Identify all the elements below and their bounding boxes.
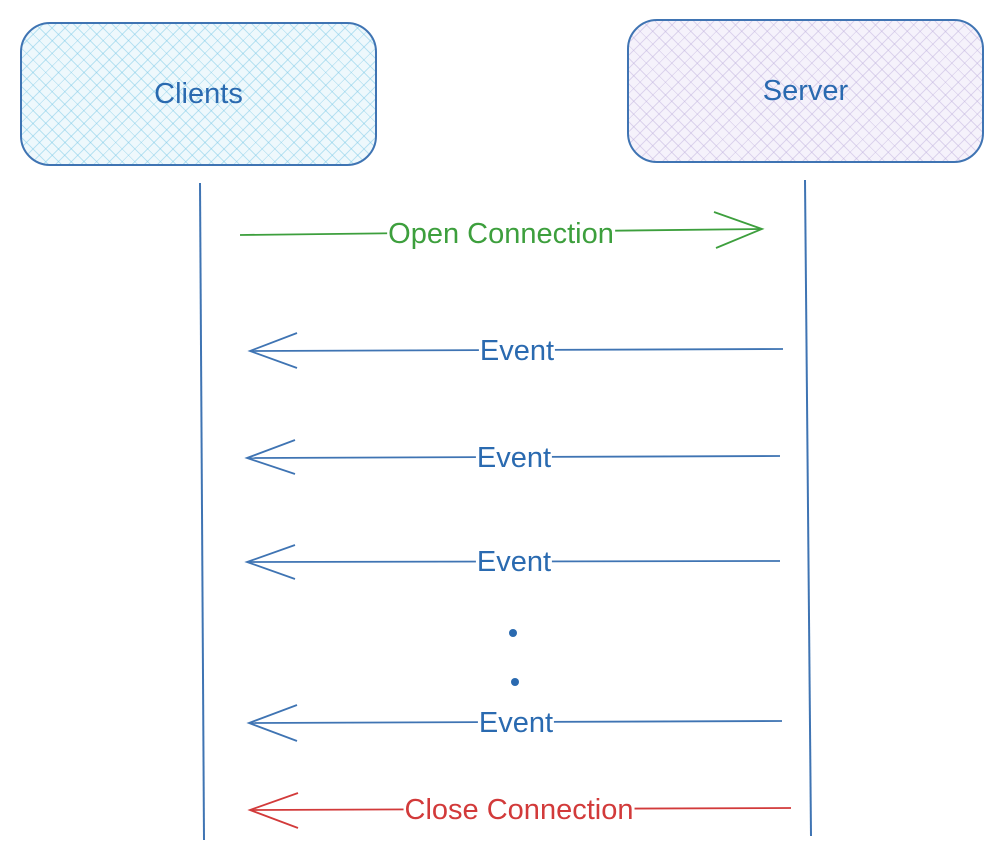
server-lifeline bbox=[804, 179, 812, 837]
event-label-1: Event bbox=[478, 334, 556, 368]
event-label-3: Event bbox=[475, 545, 553, 579]
server-label: Server bbox=[762, 74, 849, 107]
event-label-4: Event bbox=[477, 706, 555, 740]
server-node: Server bbox=[627, 19, 984, 163]
event-label-2: Event bbox=[475, 441, 553, 475]
clients-label: Clients bbox=[154, 77, 243, 110]
close-connection-label: Close Connection bbox=[403, 793, 635, 827]
ellipsis-dot-1 bbox=[509, 629, 517, 637]
ellipsis-dot-2 bbox=[511, 678, 519, 686]
clients-node: Clients bbox=[20, 22, 377, 166]
clients-lifeline bbox=[199, 182, 205, 841]
open-connection-label: Open Connection bbox=[387, 217, 615, 251]
